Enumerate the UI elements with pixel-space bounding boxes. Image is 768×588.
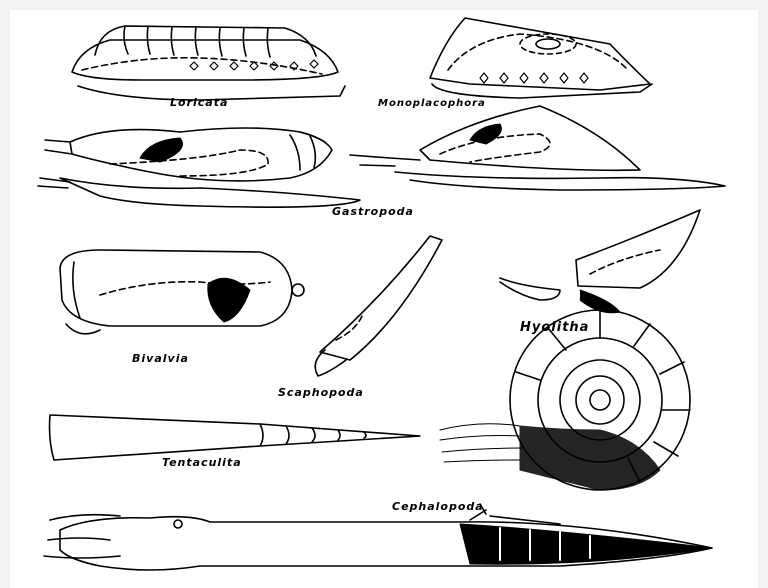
cephalopoda-coiled-drawing bbox=[440, 310, 690, 490]
monoplacophora-drawing bbox=[430, 18, 652, 98]
tentaculita-drawing bbox=[50, 415, 421, 460]
scaphopoda-drawing bbox=[315, 236, 442, 376]
label-cephalopoda: Cephalopoda bbox=[392, 500, 484, 513]
label-loricata: Loricata bbox=[170, 96, 228, 109]
label-scaphopoda: Scaphopoda bbox=[278, 386, 364, 399]
cephalopoda-straight-drawing bbox=[44, 515, 712, 570]
label-monoplacophora: Monoplacophora bbox=[378, 98, 486, 109]
bivalvia-drawing bbox=[60, 250, 304, 334]
gastropoda-left-drawing bbox=[38, 128, 360, 207]
label-bivalvia: Bivalvia bbox=[132, 352, 189, 365]
label-tentaculita: Tentaculita bbox=[162, 456, 242, 469]
hyolitha-drawing bbox=[500, 210, 700, 313]
gastropoda-right-drawing bbox=[350, 106, 725, 190]
label-hyolitha: Hyolitha bbox=[520, 320, 589, 335]
label-gastropoda: Gastropoda bbox=[332, 205, 414, 218]
loricata-drawing bbox=[72, 26, 345, 100]
